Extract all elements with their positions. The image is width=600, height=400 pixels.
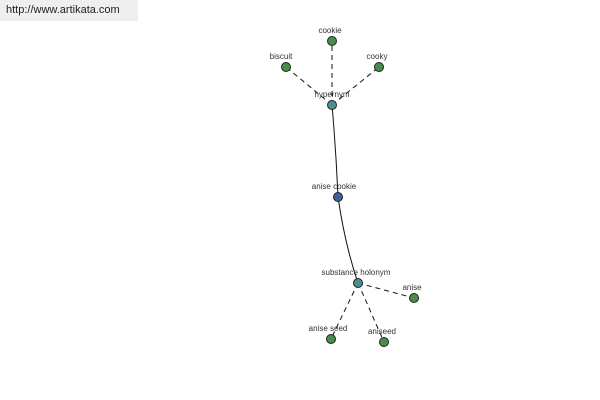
node-cooky[interactable]: [374, 62, 384, 72]
url-text[interactable]: http://www.artikata.com: [6, 4, 120, 16]
graph-labels: biscuit cookie cooky hypernym anise cook…: [270, 26, 422, 336]
node-anise-cookie[interactable]: [333, 192, 343, 202]
label-substance-holonym: substance holonym: [322, 268, 391, 277]
edge-holonym-anise: [357, 282, 415, 299]
edge-holonym-anise-seed: [330, 282, 359, 340]
label-aniseed: aniseed: [368, 327, 396, 336]
edge-center-substance-holonym: [337, 196, 359, 284]
label-hypernym: hypernym: [314, 90, 349, 99]
graph-edges: [285, 41, 415, 343]
label-anise: anise: [402, 283, 422, 292]
edge-hypernym-cooky: [331, 66, 380, 106]
node-substance-holonym[interactable]: [353, 278, 363, 288]
node-cookie[interactable]: [327, 36, 337, 46]
edge-hypernym-biscuit: [285, 66, 333, 106]
label-cookie: cookie: [318, 26, 342, 35]
edge-holonym-aniseed: [357, 282, 385, 343]
node-hypernym[interactable]: [327, 100, 337, 110]
url-bar: http://www.artikata.com: [0, 0, 138, 21]
node-biscuit[interactable]: [281, 62, 291, 72]
node-aniseed[interactable]: [379, 337, 389, 347]
graph-nodes: [281, 36, 419, 347]
label-anise-cookie: anise cookie: [312, 182, 357, 191]
label-cooky: cooky: [367, 52, 388, 61]
label-anise-seed: anise seed: [309, 324, 348, 333]
node-anise[interactable]: [409, 293, 419, 303]
edge-center-hypernym: [331, 104, 339, 198]
label-biscuit: biscuit: [270, 52, 293, 61]
node-anise-seed[interactable]: [326, 334, 336, 344]
